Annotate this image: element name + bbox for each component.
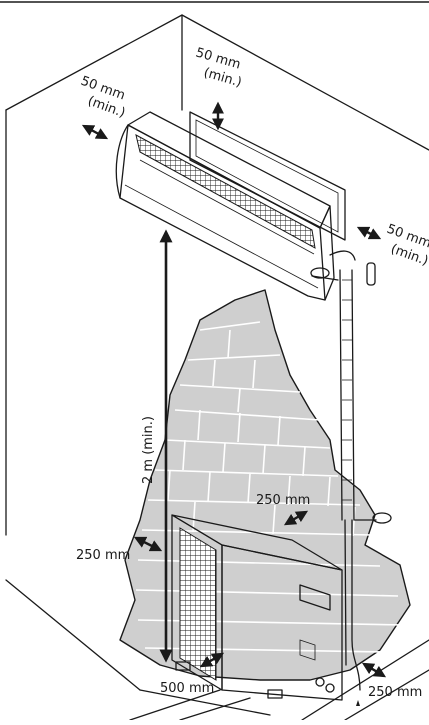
clearance-arrows xyxy=(81,101,387,678)
mounting-plate xyxy=(189,111,346,241)
indoor-unit xyxy=(115,111,335,301)
front-clearance-label: 500 mm xyxy=(160,681,214,696)
brick-wall xyxy=(119,289,411,681)
room-outline xyxy=(5,14,429,721)
rear-clearance-label: 250 mm xyxy=(256,493,310,508)
piping xyxy=(310,250,392,706)
height-label: 2 m (min.) xyxy=(141,416,156,484)
left-outdoor-clearance-label: 250 mm xyxy=(76,548,130,563)
outdoor-unit xyxy=(171,514,343,701)
right-outdoor-clearance-label: 250 mm xyxy=(368,685,422,700)
